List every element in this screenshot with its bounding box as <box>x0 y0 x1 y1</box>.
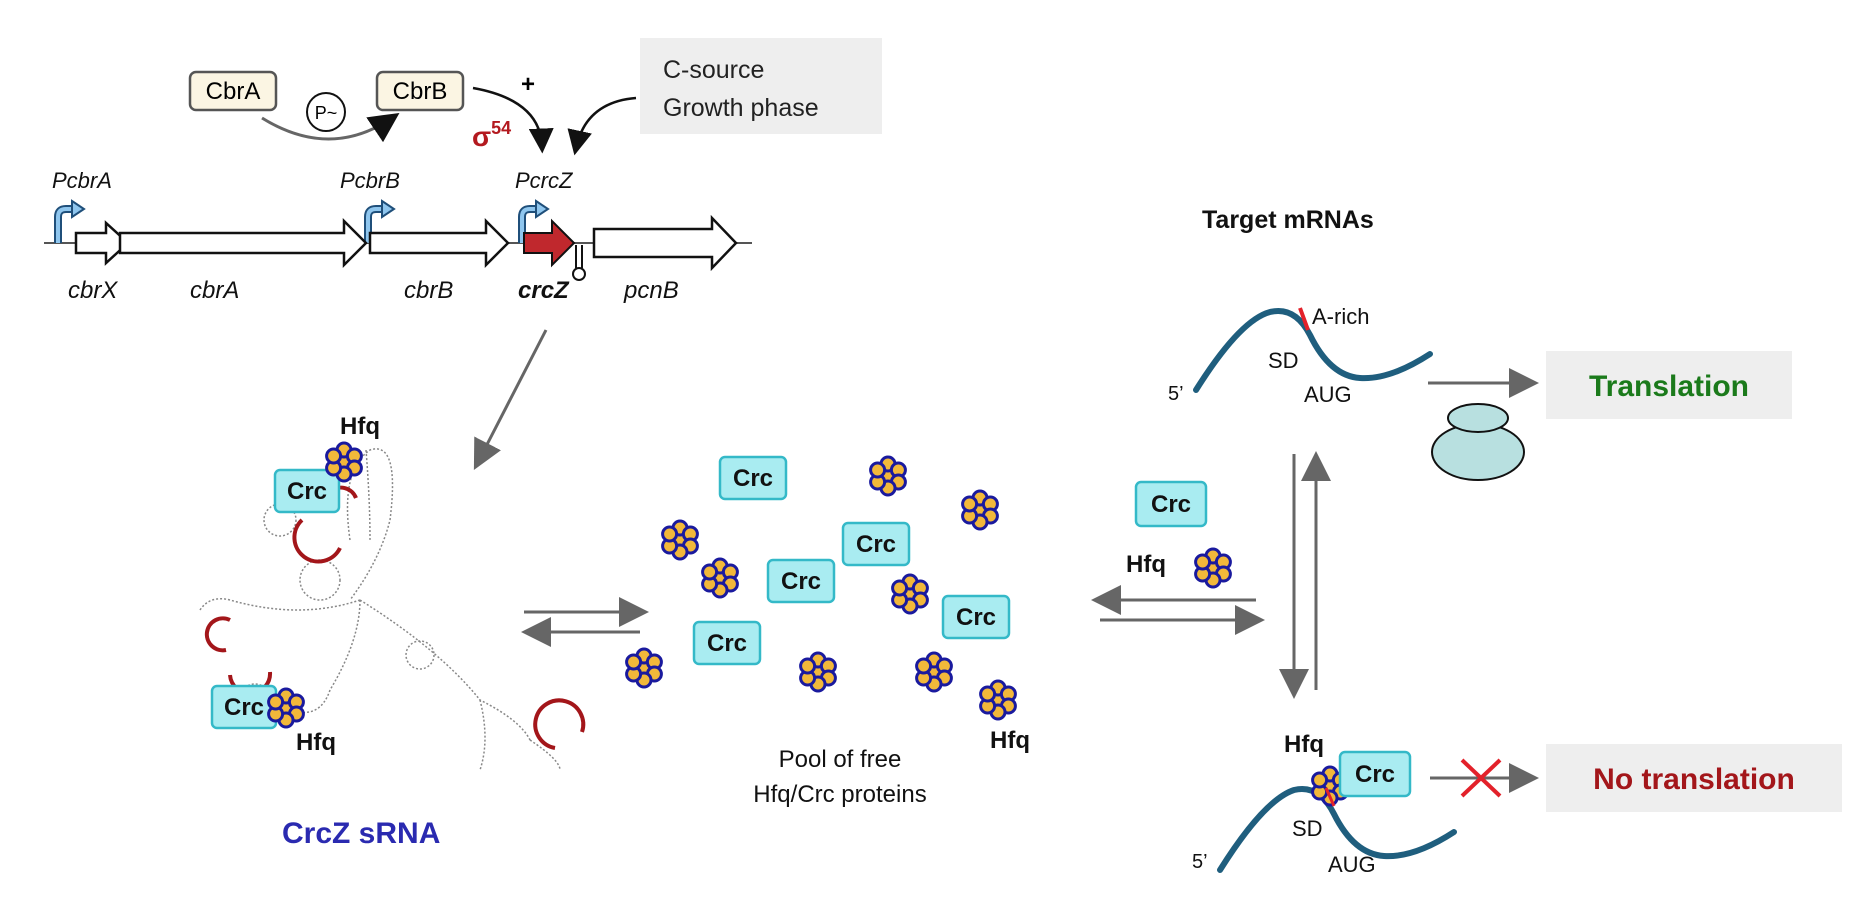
no-translation-outcome: No translation <box>1546 744 1842 812</box>
pool-crc: Crc <box>766 558 836 604</box>
crcz-gene <box>523 218 576 268</box>
no-translation-label: No translation <box>1593 763 1795 796</box>
cbra-box: CbrA <box>188 70 278 112</box>
srna-crc-top: Crc <box>273 468 341 514</box>
hfq-hexamer-icon <box>701 557 739 599</box>
exchange-crc-label: Crc <box>1151 491 1191 518</box>
phospho-label: P~ <box>315 103 338 123</box>
hfq-hexamer-icon <box>799 651 837 693</box>
pcnb-gene <box>592 214 738 272</box>
signal-line-2: Growth phase <box>663 94 819 122</box>
target-mrna-free: A-rich SD AUG 5’ <box>1168 304 1433 407</box>
translation-label: Translation <box>1589 370 1749 403</box>
cbrb-box: CbrB <box>375 70 465 112</box>
aug-label: AUG <box>1304 382 1352 407</box>
hfq-hexamer-icon <box>625 647 663 689</box>
terminator-icon <box>572 245 586 281</box>
phosphotransfer-arrow <box>261 112 400 143</box>
bound-hfq-label: Hfq <box>1284 731 1324 758</box>
srna-hfq-top-label: Hfq <box>340 413 380 440</box>
cbrx-gene <box>74 220 130 266</box>
pcnb-gene-label: pcnB <box>623 277 679 304</box>
arich-mark <box>1298 307 1310 331</box>
pool-crc-label: Crc <box>707 630 747 657</box>
transcription-arrow <box>473 329 548 471</box>
signal-line-1: C-source <box>663 56 764 84</box>
srna-crc-bottom: Crc <box>210 684 278 730</box>
pcbrb-label: PcbrB <box>340 168 400 193</box>
arich-mark <box>1324 787 1336 807</box>
pcbra-label: PcbrA <box>52 168 112 193</box>
cbrb-label: CbrB <box>393 78 448 105</box>
hfq-hexamer-icon <box>891 573 929 615</box>
hfq-hexamer-icon <box>1194 547 1232 589</box>
aug-label: AUG <box>1328 852 1376 877</box>
arich-label: A-rich <box>1312 304 1369 329</box>
targets-title: Target mRNAs <box>1202 206 1374 234</box>
pool-crc: Crc <box>941 594 1011 640</box>
cbra-gene <box>118 217 368 269</box>
exchange-proteins: Crc Hfq <box>1126 480 1232 589</box>
mrna-strand <box>1193 308 1433 393</box>
hfq-hexamer-icon <box>267 687 305 729</box>
five-prime-label: 5’ <box>1192 851 1208 873</box>
bound-crc-box <box>1338 750 1412 798</box>
hfq-hexamer-icon <box>961 489 999 531</box>
srna-title: CrcZ sRNA <box>282 817 440 850</box>
srna-hfq-bottom-label: Hfq <box>296 729 336 756</box>
cbrx-label: cbrX <box>68 277 118 304</box>
pool-crc-label: Crc <box>956 604 996 631</box>
sd-label: SD <box>1292 816 1323 841</box>
blocked-cross-icon <box>1460 758 1502 798</box>
sd-label: SD <box>1268 348 1299 373</box>
cbrb-gene-label: cbrB <box>404 277 453 304</box>
signal-arrow <box>567 96 637 156</box>
hfq-hexamer-icon <box>325 441 363 483</box>
signal-box: C-source Growth phase <box>640 38 882 134</box>
hfq-hexamer-icon <box>661 519 699 561</box>
hfq-hexamer-icon <box>915 651 953 693</box>
phospho-icon: P~ <box>306 92 346 132</box>
bound-crc-label: Crc <box>1355 761 1395 788</box>
cbra-gene-label: cbrA <box>190 277 239 304</box>
free-protein-pool: Crc Crc Crc Crc Crc Hfq Pool of free Hfq… <box>625 455 1030 808</box>
cbrb-activation-arrow <box>472 86 554 154</box>
hfq-hexamer-icon <box>869 455 907 497</box>
operon: PcbrA PcbrB PcrcZ cbrX cbrA cbrB crcZ pc… <box>44 168 752 304</box>
exchange-hfq-label: Hfq <box>1126 551 1166 578</box>
srna-crc-bottom-label: Crc <box>224 694 264 721</box>
target-mrna-repressed: Crc Hfq SD AUG 5’ <box>1192 731 1457 877</box>
hfq-hexamer-icon <box>979 679 1017 721</box>
sigma-factor-label: σ54 <box>472 118 511 152</box>
pcrcz-label: PcrcZ <box>515 168 574 193</box>
ribosome-icon <box>1431 403 1525 481</box>
pool-crc: Crc <box>841 521 911 567</box>
pool-hfq-label: Hfq <box>990 727 1030 754</box>
pool-crc-label: Crc <box>856 531 896 558</box>
pool-crc: Crc <box>718 455 788 501</box>
crcz-gene-label: crcZ <box>518 277 570 304</box>
pool-crc-label: Crc <box>781 568 821 595</box>
mrna-strand <box>1217 786 1457 873</box>
cbrb-gene <box>368 217 510 269</box>
pool-caption-line-2: Hfq/Crc proteins <box>753 781 926 808</box>
activation-plus: + <box>521 71 535 98</box>
pool-caption-line-1: Pool of free <box>779 746 902 773</box>
five-prime-label: 5’ <box>1168 383 1184 405</box>
cbra-label: CbrA <box>206 78 261 105</box>
translation-outcome: Translation <box>1546 351 1792 419</box>
srna-crc-top-label: Crc <box>287 478 327 505</box>
pool-crc-label: Crc <box>733 465 773 492</box>
pool-crc: Crc <box>692 620 762 666</box>
